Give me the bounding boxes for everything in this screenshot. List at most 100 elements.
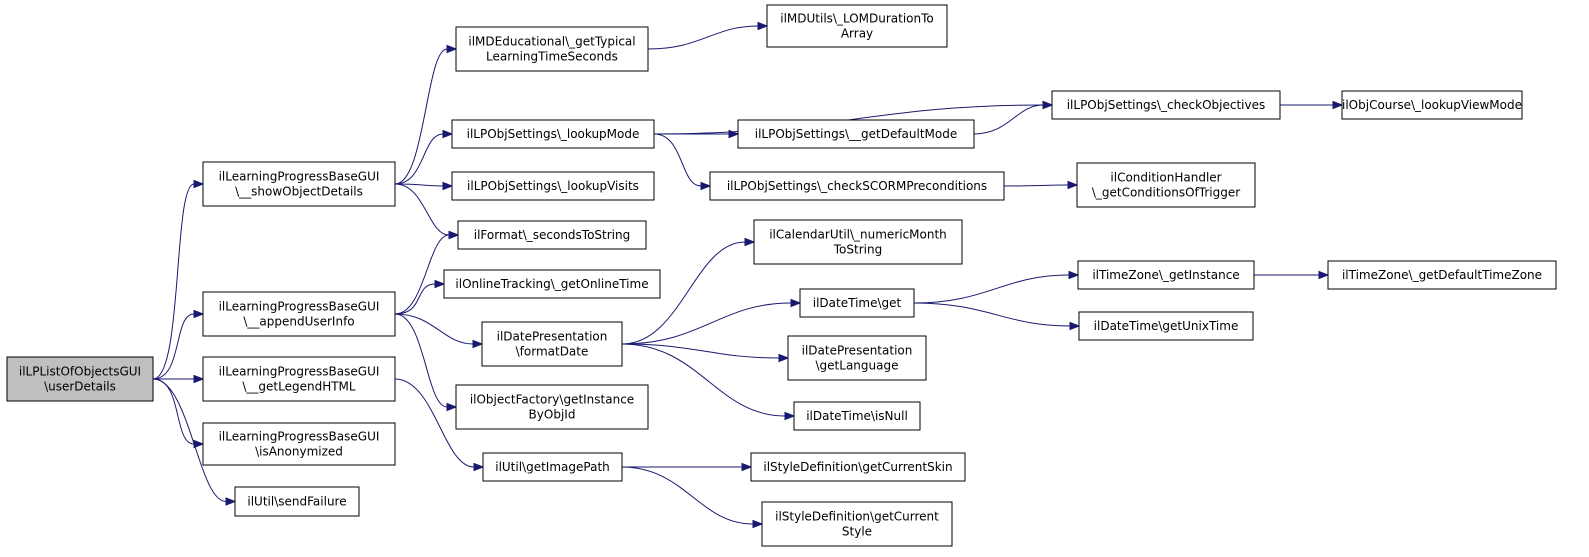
node-label: ilMDUtils\_LOMDurationTo xyxy=(780,12,934,26)
arrowhead xyxy=(442,181,454,191)
arrowhead xyxy=(757,21,769,31)
node-get-image-path[interactable]: ilUtil\getImagePath xyxy=(482,452,623,482)
arrowhead xyxy=(193,179,205,189)
node-label: \isAnonymized xyxy=(255,445,343,459)
edge-n_show-to-n_format xyxy=(394,183,450,236)
node-lookup-visits[interactable]: ilLPObjSettings\_lookupVisits xyxy=(451,171,655,201)
edge-n_datepres-to-n_isnull xyxy=(621,343,786,417)
node-md-educational[interactable]: ilMDEducational\_getTypicalLearningTimeS… xyxy=(455,26,649,72)
edge-n_mdedu-to-n_lomdur xyxy=(647,25,759,50)
node-label: ilDateTime\getUnixTime xyxy=(1094,319,1239,333)
node-label: ilConditionHandler xyxy=(1110,171,1221,185)
node-conditions-of-trigger[interactable]: ilConditionHandler\_getConditionsOfTrigg… xyxy=(1076,162,1256,208)
arrowhead xyxy=(1068,270,1080,280)
node-is-anonymized[interactable]: ilLearningProgressBaseGUI\isAnonymized xyxy=(202,422,396,466)
node-label: \__showObjectDetails xyxy=(235,185,363,199)
node-label: ilUtil\getImagePath xyxy=(495,460,610,474)
node-label: \getLanguage xyxy=(816,359,899,373)
node-layer: ilLPListOfObjectsGUI\userDetails ilLearn… xyxy=(6,4,1557,547)
node-label: ilStyleDefinition\getCurrent xyxy=(775,510,939,524)
arrowhead xyxy=(473,462,485,472)
node-label: ilCalendarUtil\_numericMonth xyxy=(769,228,947,242)
node-box xyxy=(202,161,396,207)
node-current-skin[interactable]: ilStyleDefinition\getCurrentSkin xyxy=(750,452,966,482)
node-get-default-mode[interactable]: ilLPObjSettings\__getDefaultMode xyxy=(737,119,975,149)
node-label: ilStyleDefinition\getCurrentSkin xyxy=(763,460,952,474)
node-root-userdetails[interactable]: ilLPListOfObjectsGUI\userDetails xyxy=(6,356,154,402)
node-box xyxy=(1077,260,1255,290)
node-label: ilFormat\_secondsToString xyxy=(474,228,631,242)
node-label: \userDetails xyxy=(44,380,116,394)
node-show-object-details[interactable]: ilLearningProgressBaseGUI\__showObjectDe… xyxy=(202,161,396,207)
node-label: ilTimeZone\_getDefaultTimeZone xyxy=(1342,268,1542,282)
node-append-user-info[interactable]: ilLearningProgressBaseGUI\__appendUserIn… xyxy=(202,291,396,337)
node-label: ilLearningProgressBaseGUI xyxy=(219,365,380,379)
node-label: ilLPObjSettings\_checkSCORMPreconditions xyxy=(727,179,987,193)
node-label: ilObjCourse\_lookupViewMode xyxy=(1342,98,1522,112)
edge-n_append-to-n_online xyxy=(394,283,436,315)
edge-n_show-to-n_mdedu xyxy=(394,48,448,185)
arrowhead xyxy=(1318,270,1330,280)
node-box xyxy=(6,356,154,402)
node-label: ilMDEducational\_getTypical xyxy=(468,35,635,49)
node-send-failure[interactable]: ilUtil\sendFailure xyxy=(234,486,360,517)
edge-n_dtget-to-n_unix xyxy=(913,302,1071,327)
node-online-tracking[interactable]: ilOnlineTracking\_getOnlineTime xyxy=(443,269,661,299)
edge-layer xyxy=(152,21,1344,529)
node-default-timezone[interactable]: ilTimeZone\_getDefaultTimeZone xyxy=(1327,260,1557,290)
node-box xyxy=(799,288,915,318)
node-box xyxy=(451,119,655,149)
arrowhead xyxy=(741,462,753,472)
node-box xyxy=(202,356,396,402)
node-format-date[interactable]: ilDatePresentation\formatDate xyxy=(481,321,623,367)
node-timezone-instance[interactable]: ilTimeZone\_getInstance xyxy=(1077,260,1255,290)
node-get-legend-html[interactable]: ilLearningProgressBaseGUI\__getLegendHTM… xyxy=(202,356,396,402)
node-get-language[interactable]: ilDatePresentation\getLanguage xyxy=(787,335,927,381)
node-label: ilTimeZone\_getInstance xyxy=(1092,268,1239,282)
node-datetime-get[interactable]: ilDateTime\get xyxy=(799,288,915,318)
edge-n_getdefmode-to-n_checkobj xyxy=(973,104,1044,135)
node-unix-time[interactable]: ilDateTime\getUnixTime xyxy=(1078,311,1254,341)
node-seconds-to-string[interactable]: ilFormat\_secondsToString xyxy=(457,220,647,250)
arrowhead xyxy=(700,181,712,191)
edge-n_append-to-n_objfactory xyxy=(394,313,448,408)
node-box xyxy=(1341,90,1523,120)
node-box xyxy=(761,501,953,547)
node-label: ToString xyxy=(833,243,882,257)
node-box xyxy=(455,384,649,430)
arrowhead xyxy=(728,129,740,139)
node-check-scorm[interactable]: ilLPObjSettings\_checkSCORMPreconditions xyxy=(709,171,1005,201)
node-box xyxy=(482,452,623,482)
node-lookup-mode[interactable]: ilLPObjSettings\_lookupMode xyxy=(451,119,655,149)
node-label: ilLearningProgressBaseGUI xyxy=(219,430,380,444)
node-box xyxy=(443,269,661,299)
node-label: Style xyxy=(842,525,872,539)
node-box xyxy=(787,335,927,381)
arrowhead xyxy=(778,353,790,363)
edge-n_lookupmode-to-n_checkscorm xyxy=(653,133,702,187)
node-box xyxy=(1051,90,1281,120)
node-is-null[interactable]: ilDateTime\isNull xyxy=(793,401,921,431)
edge-n_dtget-to-n_tzinst xyxy=(913,274,1070,304)
arrowhead xyxy=(225,497,237,506)
node-box xyxy=(753,219,963,265)
node-box xyxy=(1078,311,1254,341)
node-label: ilDateTime\get xyxy=(813,296,902,310)
node-label: ilOnlineTracking\_getOnlineTime xyxy=(455,277,648,291)
arrowhead xyxy=(744,237,756,247)
node-label: \__getLegendHTML xyxy=(242,380,356,394)
arrowhead xyxy=(442,129,454,139)
arrowhead xyxy=(446,44,458,54)
node-label: ilDatePresentation xyxy=(802,344,913,358)
arrowhead xyxy=(472,339,484,349)
node-label: ilDatePresentation xyxy=(497,330,608,344)
node-label: ilDateTime\isNull xyxy=(806,409,908,423)
node-check-objectives[interactable]: ilLPObjSettings\_checkObjectives xyxy=(1051,90,1281,120)
node-label: \formatDate xyxy=(516,345,589,359)
node-lookup-view-mode[interactable]: ilObjCourse\_lookupViewMode xyxy=(1341,90,1523,120)
